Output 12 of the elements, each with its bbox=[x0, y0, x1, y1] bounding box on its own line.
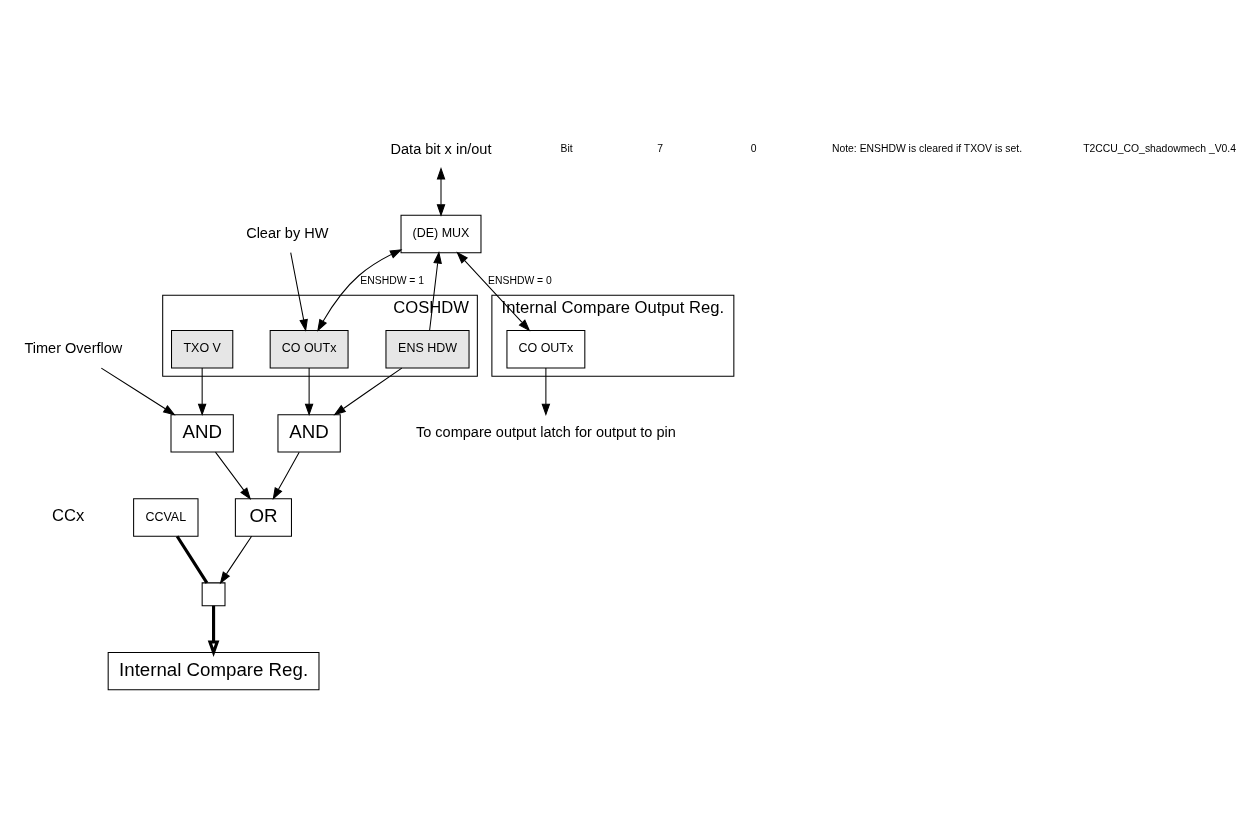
node-text: Data bit x in/out bbox=[390, 140, 492, 157]
node-text: Clear by HW bbox=[246, 224, 329, 241]
label: 7 bbox=[657, 142, 664, 154]
edge-label: ENSHDW = 1 bbox=[360, 274, 425, 286]
label: T2CCU_CO_shadowmech _V0.4 bbox=[1083, 142, 1237, 154]
label: Note: ENSHDW is cleared if TXOV is set. bbox=[831, 142, 1023, 154]
node-text: Timer Overflow bbox=[24, 339, 123, 356]
node-label: CCx bbox=[52, 505, 85, 525]
edge-label: ENSHDW = 0 bbox=[488, 274, 552, 286]
node-text: To compare output latch for output to pin bbox=[415, 423, 676, 440]
label: Bit bbox=[560, 142, 573, 154]
label: 0 bbox=[750, 142, 757, 154]
